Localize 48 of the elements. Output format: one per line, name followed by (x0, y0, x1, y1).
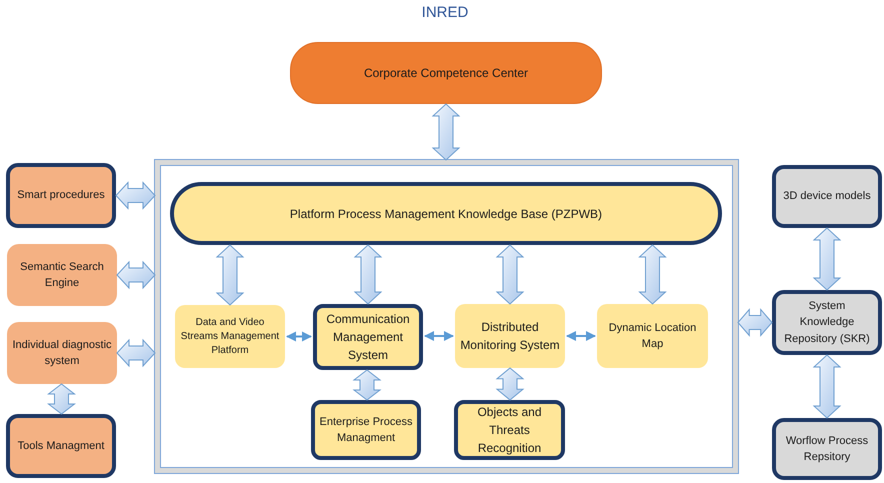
double-block-arrow (737, 308, 773, 337)
process-box (6, 414, 116, 478)
process-box (7, 322, 117, 384)
double-block-arrow (812, 227, 842, 291)
double-block-arrow (352, 369, 382, 401)
double-block-arrow (116, 338, 156, 368)
node-label: Communication Management System (325, 311, 411, 364)
double-block-arrow (812, 354, 842, 419)
process-box (7, 244, 117, 306)
node-label: Smart procedures (17, 188, 105, 204)
rounded-process-box (290, 42, 602, 104)
process-box (772, 290, 882, 355)
process-box (454, 400, 565, 460)
node-label: Individual diagnostic system (11, 338, 113, 369)
double-block-arrow (216, 244, 244, 306)
process-box (6, 163, 116, 228)
node-label: 3D device models (783, 189, 871, 204)
double-block-arrow (47, 383, 76, 415)
node-label: Platform Process Management Knowledge Base (PZPWB) (290, 206, 602, 222)
node-label: Corporate Competence Center (364, 65, 528, 82)
arrow (424, 331, 454, 341)
process-box (772, 165, 882, 228)
node-label: Worflow Process Repsitory (784, 434, 870, 465)
container-box (155, 160, 738, 473)
node-label: Distributed Monitoring System (459, 319, 561, 354)
node-label: Data and Video Streams Management Platform (180, 316, 280, 358)
node-label: Dynamic Location Map (608, 320, 698, 352)
arrow (566, 331, 596, 341)
arrow (286, 332, 312, 342)
node-label: Tools Managment (18, 438, 104, 454)
process-box (313, 304, 423, 370)
process-box (597, 304, 708, 368)
node-label: Semantic Search Engine (19, 260, 105, 291)
double-block-arrow (496, 244, 524, 305)
double-block-arrow (496, 367, 524, 401)
node-label: System Knowledge Repository (SKR) (783, 298, 871, 347)
node-label: Objects and Threats Recognition (476, 404, 543, 457)
double-block-arrow (115, 181, 156, 210)
process-box (772, 418, 882, 480)
double-block-arrow (432, 103, 460, 161)
double-block-arrow (354, 244, 382, 305)
process-box (175, 305, 285, 368)
process-box (311, 400, 421, 460)
node-label: Enterprise Process Managment (319, 414, 413, 446)
double-block-arrow (116, 260, 156, 290)
process-box (455, 304, 565, 368)
double-block-arrow (638, 244, 667, 305)
diagram-title: INRED (420, 3, 470, 23)
